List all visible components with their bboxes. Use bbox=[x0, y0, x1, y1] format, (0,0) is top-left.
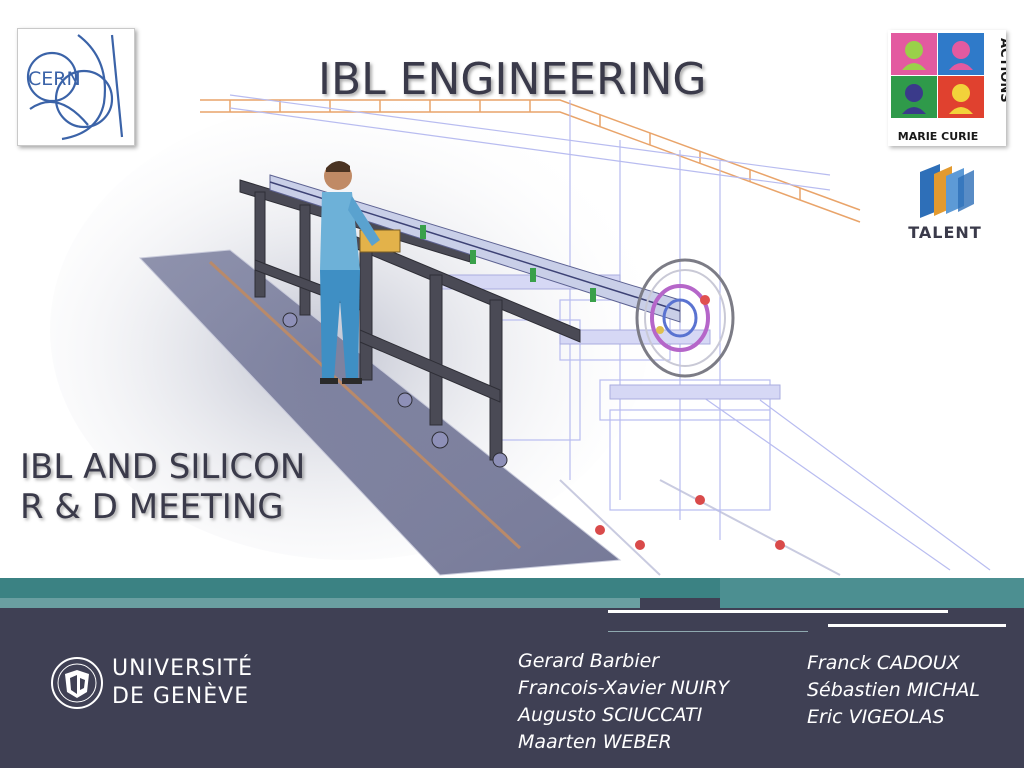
author-name: Gerard Barbier bbox=[518, 650, 660, 672]
author-name: Eric VIGEOLAS bbox=[807, 706, 945, 728]
university-name: UNIVERSITÉ DE GENÈVE bbox=[112, 655, 253, 711]
authors-list-left: Gerard Barbier Francois-Xavier NUIRY Aug… bbox=[518, 648, 729, 756]
author-name: Franck CADOUX bbox=[807, 652, 960, 674]
author-name: Francois-Xavier NUIRY bbox=[518, 677, 730, 699]
marie-curie-text: MARIE CURIE bbox=[897, 130, 979, 143]
author-name: Sébastien MICHAL bbox=[807, 679, 980, 701]
subtitle-line-2: R & D MEETING bbox=[20, 487, 284, 527]
slide-title: IBL ENGINEERING bbox=[318, 54, 707, 105]
marie-curie-actions-logo: ACTIONS MARIE CURIE bbox=[888, 30, 1012, 146]
geneva-seal-icon bbox=[51, 657, 103, 709]
authors-list-right: Franck CADOUX Sébastien MICHAL Eric VIGE… bbox=[807, 650, 980, 731]
footer-white-line-2 bbox=[828, 624, 1006, 627]
slide-subtitle: IBL AND SILICON R & D MEETING bbox=[20, 447, 305, 527]
author-name: Maarten WEBER bbox=[518, 731, 672, 753]
author-name: Augusto SCIUCCATI bbox=[518, 704, 703, 726]
marie-curie-portraits-icon: ACTIONS bbox=[891, 33, 1012, 118]
footer-thin-line bbox=[608, 631, 808, 632]
university-name-line-2: DE GENÈVE bbox=[112, 684, 250, 709]
cern-logo: CERN bbox=[17, 28, 135, 146]
cern-logo-text: CERN bbox=[28, 68, 81, 90]
subtitle-line-1: IBL AND SILICON bbox=[20, 447, 306, 487]
footer-right-stripe bbox=[720, 578, 1024, 608]
university-name-line-1: UNIVERSITÉ bbox=[112, 656, 254, 681]
ibl-engineering-illustration bbox=[50, 94, 991, 576]
footer-white-line-1 bbox=[608, 610, 948, 613]
talent-text: TALENT bbox=[908, 223, 982, 242]
actions-text: ACTIONS bbox=[997, 38, 1006, 103]
cern-emblem-icon: CERN bbox=[26, 34, 124, 141]
footer-band bbox=[0, 578, 1024, 768]
footer-light-stripe bbox=[0, 598, 640, 608]
talent-logo: TALENT bbox=[900, 160, 990, 242]
talent-emblem-icon bbox=[920, 164, 974, 218]
